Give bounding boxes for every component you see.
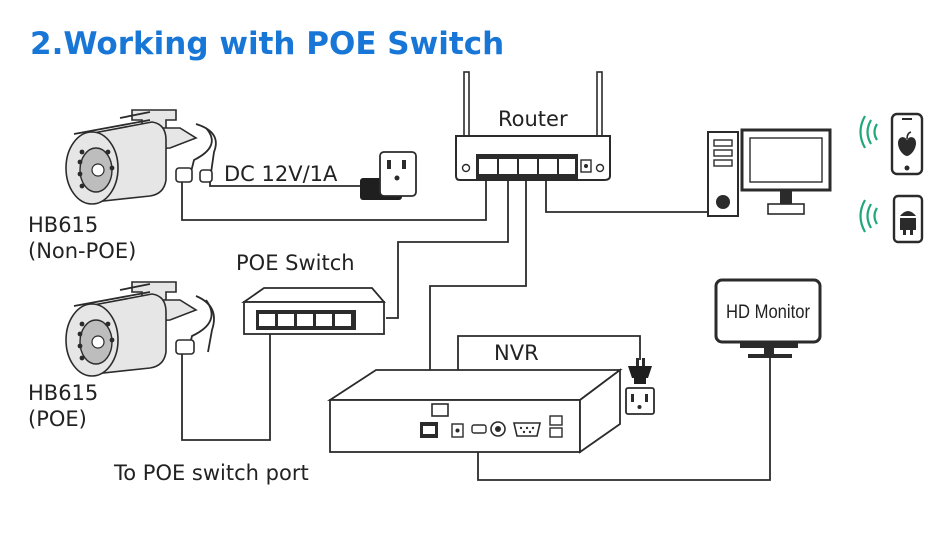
bullet-camera-icon	[65, 109, 197, 205]
camera-non-poe-type: (Non-POE)	[28, 239, 136, 263]
camera-poe-connector-icon	[175, 339, 195, 355]
wifi-signal-android-icon	[859, 199, 878, 233]
nvr-label: NVR	[494, 341, 539, 365]
camera-poe-model: HB615	[28, 381, 98, 405]
router-icon	[455, 71, 611, 181]
poe-switch-label: POE Switch	[236, 251, 355, 275]
camera-poe-type: (POE)	[28, 407, 87, 431]
bullet-camera-poe-icon	[65, 281, 197, 377]
camera-connector-icon	[175, 167, 213, 183]
monitor-icon	[714, 278, 822, 358]
camera-non-poe-model: HB615	[28, 213, 98, 237]
poe-port-note: To POE switch port	[113, 461, 309, 485]
router-label: Router	[498, 107, 568, 131]
apple-phone-icon	[890, 112, 924, 176]
network-switch-icon	[241, 287, 386, 335]
android-phone-icon	[892, 194, 924, 244]
power-plug-icon	[628, 358, 652, 384]
nvr-recorder-icon	[326, 368, 623, 454]
wifi-signal-icon	[859, 115, 878, 149]
hd-monitor-label: HD Monitor	[726, 302, 811, 323]
nvr-wall-outlet-icon	[625, 387, 655, 415]
wall-outlet-icon	[379, 151, 417, 197]
desktop-computer-icon	[707, 128, 832, 217]
dc-power-label: DC 12V/1A	[224, 162, 338, 186]
page-title: 2.Working with POE Switch	[30, 26, 504, 62]
